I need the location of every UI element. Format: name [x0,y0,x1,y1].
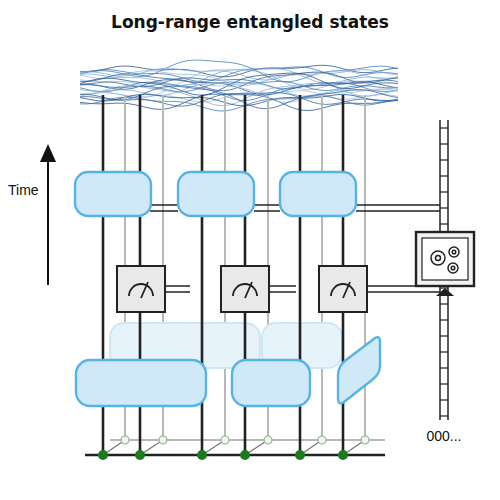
wire-tick [440,159,448,160]
cloud-stroke [80,71,398,86]
wire-tick [440,127,448,128]
wire-tick [440,383,448,384]
wire-tick [440,367,448,368]
wire-tick [440,207,448,208]
top-gates [75,172,356,216]
wire-tick [440,319,448,320]
wire-tick [440,351,448,352]
qubit-dots [98,450,348,460]
wire-tick [440,143,448,144]
time-label: Time [8,182,39,198]
cloud-stroke [80,94,398,106]
bottom-gates [76,337,380,406]
wire-tick [440,223,448,224]
wire-tick [440,415,448,416]
wire-tick [440,175,448,176]
diagram-title: Long-range entangled states [111,12,389,32]
wire-tick [440,191,448,192]
wire-tick [440,287,448,288]
measurement-boxes [117,266,367,312]
wire-tick [440,303,448,304]
cloud-stroke [80,94,398,110]
wire-tick [440,399,448,400]
entangled-state-cloud [80,60,398,111]
cloud-stroke [80,60,398,82]
wire-tick [440,335,448,336]
classical-computer [416,232,474,296]
bit-string-label: 000... [426,428,461,444]
cloud-stroke [80,96,398,111]
cloud-stroke [80,83,398,96]
time-arrow [47,152,49,285]
